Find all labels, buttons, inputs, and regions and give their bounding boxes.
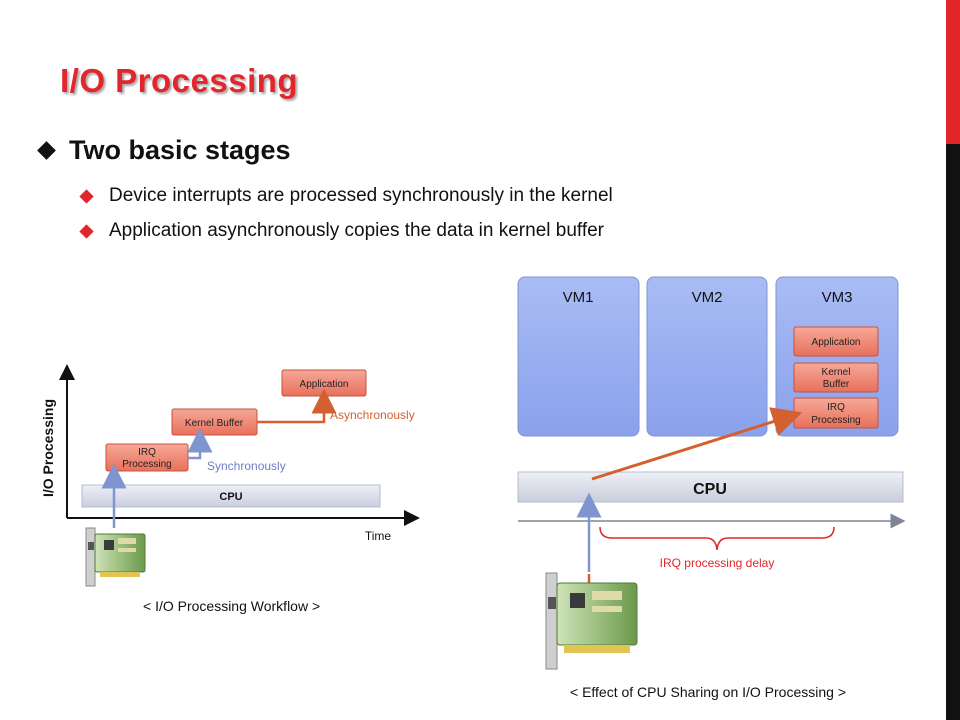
vm3-application-label: Application <box>812 337 861 348</box>
irq-label-line1: IRQ <box>138 447 156 458</box>
network-card-icon <box>545 572 638 670</box>
delay-label: IRQ processing delay <box>660 556 775 570</box>
slide-sidebar-accent <box>946 0 960 144</box>
vm2-label: VM2 <box>692 289 723 306</box>
vm3-label: VM3 <box>822 289 853 306</box>
vm3-kernel-buffer-box <box>793 362 879 393</box>
async-arrow <box>257 388 337 424</box>
right-cpu-sharing-diagram: VM1 VM2 VM3 Application Kernel Buffer IR… <box>517 276 906 670</box>
vm3-kernel-label-line1: Kernel <box>822 367 851 378</box>
sub-bullet-2-text: Application asynchronously copies the da… <box>109 220 605 241</box>
cpu-label: CPU <box>219 491 242 503</box>
vm2-box <box>646 276 768 437</box>
async-label: Asynchronously <box>330 408 415 422</box>
vm3-irq-label-line2: Processing <box>811 415 860 426</box>
network-card-icon <box>85 527 146 587</box>
vm1-box <box>517 276 640 437</box>
irq-label-line2: Processing <box>122 459 171 470</box>
vm3-kernel-label-line2: Buffer <box>823 379 850 390</box>
main-bullet-text: Two basic stages <box>69 135 291 165</box>
sub-bullet-2: Application asynchronously copies the da… <box>79 220 605 242</box>
sync-label: Synchronously <box>207 459 286 473</box>
main-bullet: Two basic stages <box>37 135 291 166</box>
y-axis-label: I/O Processing <box>40 399 56 497</box>
delayed-irq-arrow <box>591 407 803 481</box>
slide-title: I/O Processing <box>60 62 299 99</box>
slide-sidebar <box>946 0 960 720</box>
application-label: Application <box>300 379 349 390</box>
vm3-application-box <box>793 326 879 357</box>
sub-bullet-1: Device interrupts are processed synchron… <box>79 185 613 207</box>
sync-arrow <box>187 427 213 460</box>
sub-bullet-1-text: Device interrupts are processed synchron… <box>109 185 613 206</box>
kernel-buffer-label: Kernel Buffer <box>185 418 244 429</box>
vm1-label: VM1 <box>563 289 594 306</box>
right-diagram-caption: < Effect of CPU Sharing on I/O Processin… <box>570 684 846 700</box>
vm3-irq-label-line1: IRQ <box>827 402 845 413</box>
delay-brace <box>599 526 835 551</box>
x-axis-label: Time <box>365 529 392 543</box>
left-diagram-caption: < I/O Processing Workflow > <box>143 598 321 614</box>
left-workflow-diagram: I/O Processing Time CPU IRQ Processing K… <box>40 364 420 587</box>
right-cpu-label: CPU <box>693 481 727 498</box>
cpu-bar <box>81 484 381 508</box>
